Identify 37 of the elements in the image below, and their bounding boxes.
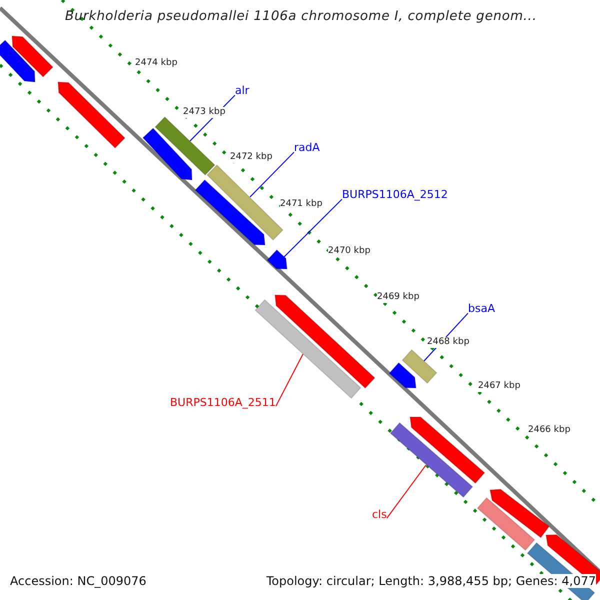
gene-feature [402,349,438,384]
gene-label: cls [372,508,387,522]
gene-feature [194,179,266,246]
leader-line [386,464,426,519]
tick-label: 2468 kbp [427,337,470,348]
gene-feature [57,81,126,149]
gene-label: bsaA [468,302,495,316]
gene-feature [154,116,216,176]
map-title: Burkholderia pseudomallei 1106a chromosome I, complete genom... [65,9,537,25]
gene-label: alr [235,84,250,98]
leader-line [250,152,294,198]
gene-feature [0,40,36,83]
gene-feature [390,422,474,498]
gene-label: BURPS1106A_2512 [342,188,448,202]
gene-feature [11,35,54,78]
leader-line [275,354,304,407]
gene-feature [254,299,362,399]
gene-feature [476,497,536,551]
gene-feature [274,294,376,389]
leader-line [284,198,342,258]
footer-text: Accession: NC_009076 [10,574,146,588]
gene-label: radA [294,141,320,154]
gene-feature [266,249,288,270]
tick-label: 2474 kbp [135,58,178,69]
tick-label: 2471 kbp [280,199,322,210]
gene-label: BURPS1106A_2511 [170,396,276,410]
footer-text: Topology: circular; Length: 3,988,455 bp; Genes: 4,077 [266,574,596,588]
tick-label: 2469 kbp [377,292,420,303]
tick-label: 2470 kbp [328,246,370,257]
tick-label: 2467 kbp [478,381,520,392]
gene-feature [409,416,486,484]
tick-label: 2466 kbp [528,425,570,436]
gene-feature [388,362,417,389]
tick-label: 2472 kbp [230,152,272,163]
tick-label: 2473 kbp [183,107,226,118]
gene-feature [489,488,550,538]
gene-feature [142,128,193,181]
